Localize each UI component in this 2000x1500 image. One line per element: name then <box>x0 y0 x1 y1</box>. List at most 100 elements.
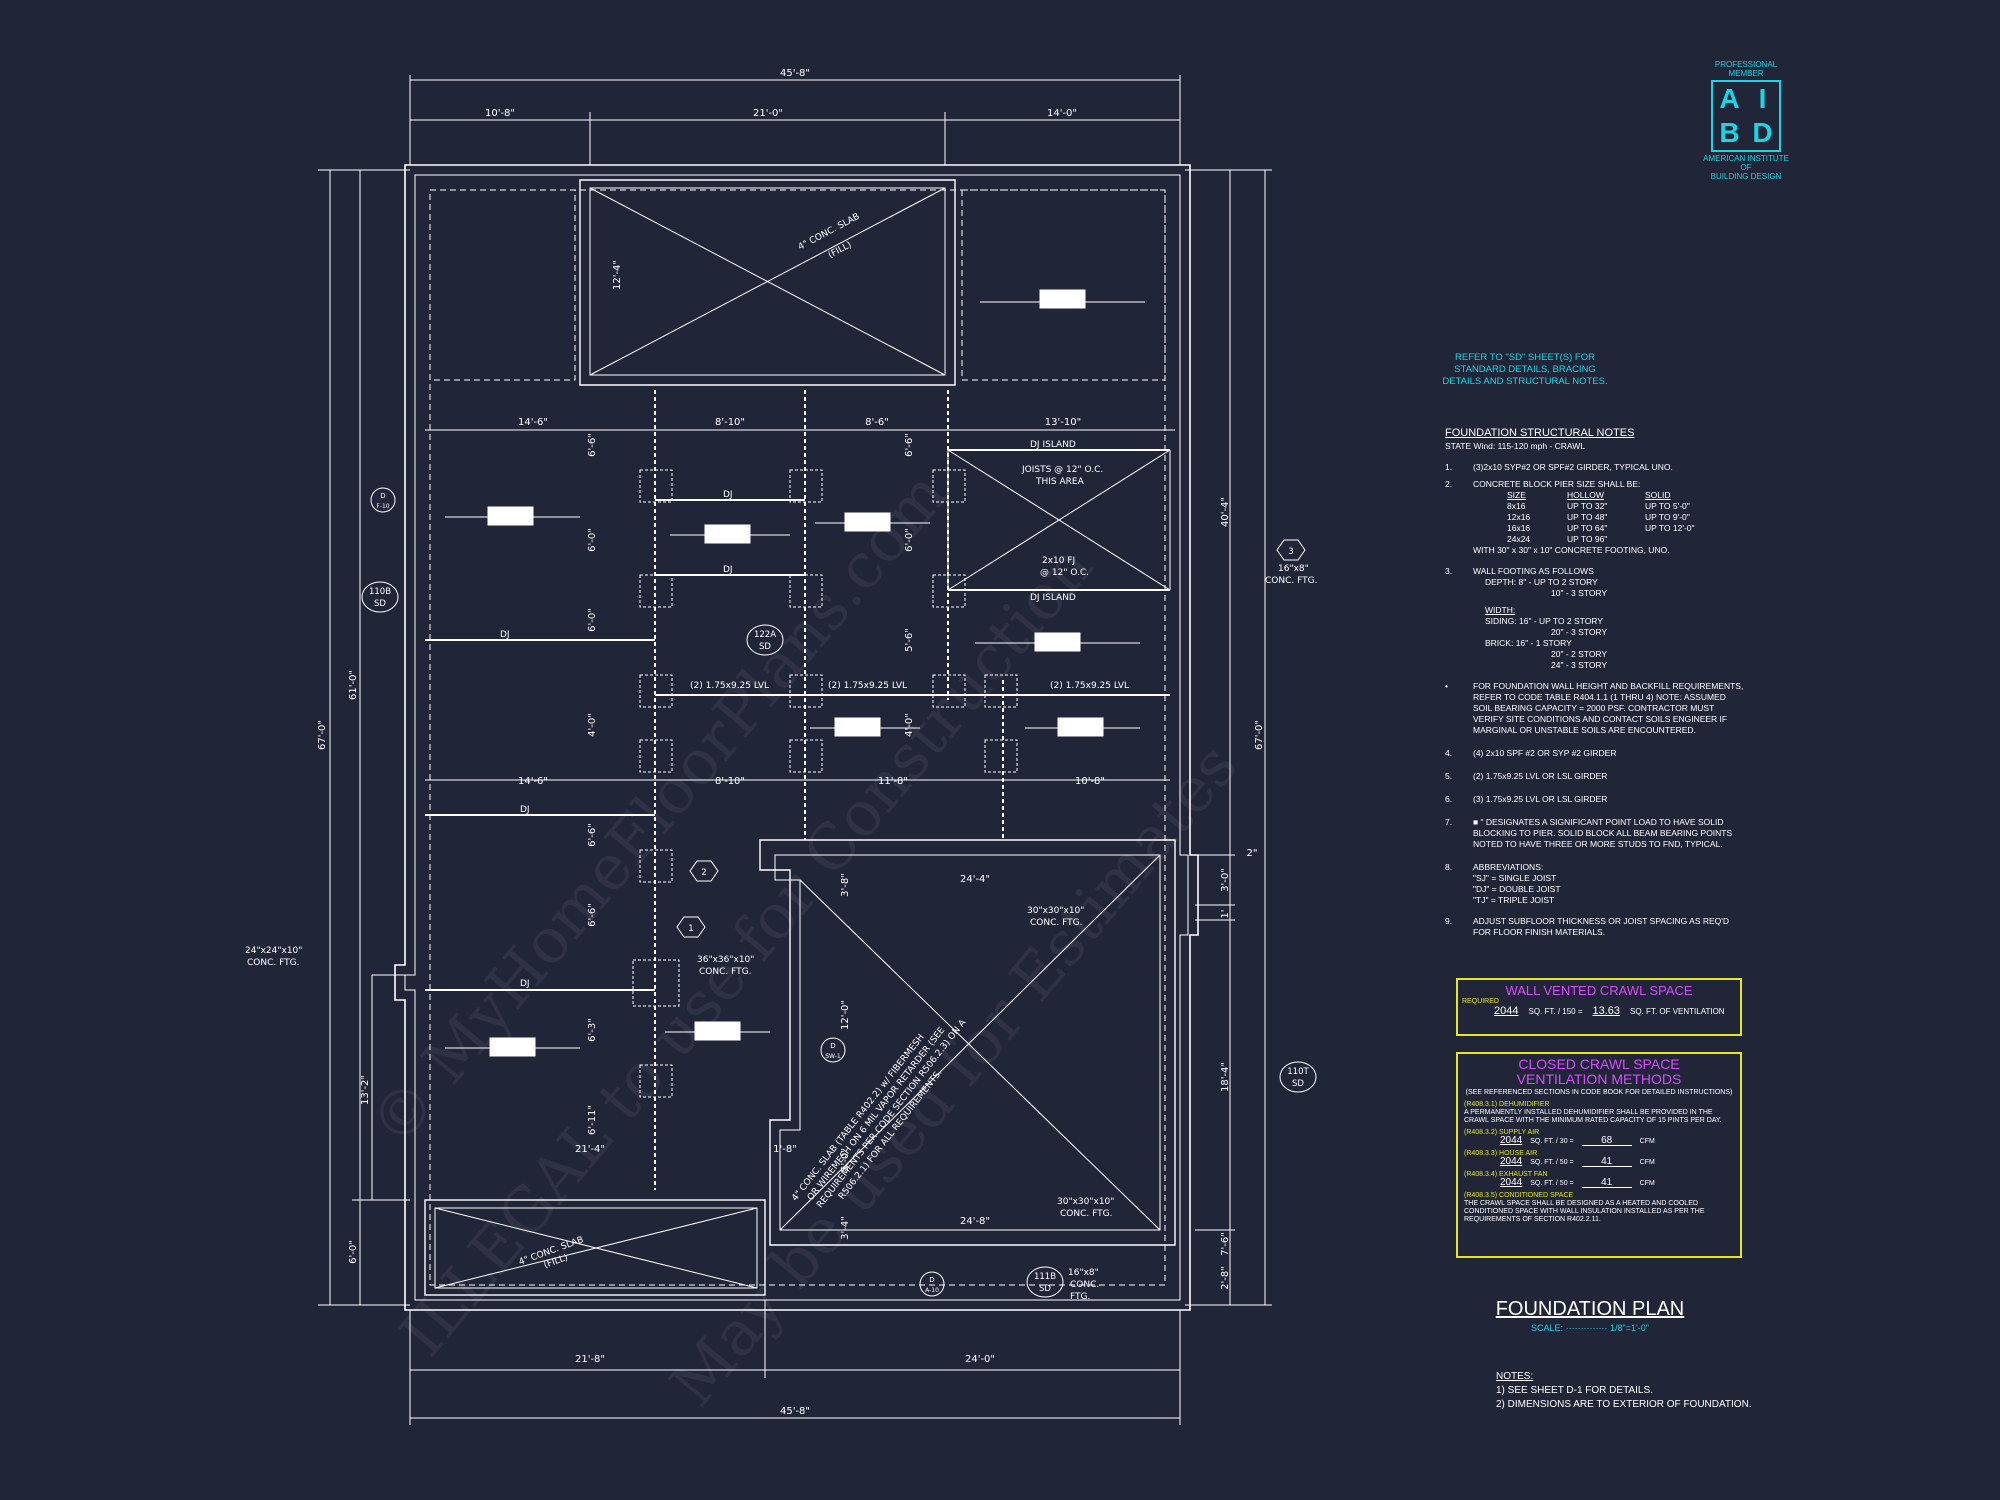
footing-label: 30"x30"x10" <box>1027 906 1084 916</box>
callout-110t-sheet: SD <box>1292 1079 1304 1089</box>
room-label-block <box>1034 632 1081 652</box>
logo-bottom-text: BUILDING DESIGN <box>1710 172 1782 181</box>
pier <box>789 739 823 773</box>
foundation-outer-wall <box>394 164 1199 1311</box>
footing-label: CONC. FTG. <box>699 967 751 977</box>
table-cell: 8x16 <box>1507 501 1526 511</box>
dim-right-small-3: 7'-6" <box>1220 1232 1231 1256</box>
dj-label: DJ <box>500 630 510 640</box>
general-notes: NOTES: 1) SEE SHEET D-1 FOR DETAILS. 2) … <box>1496 1370 1752 1412</box>
dim-bottom-overall: 45'-8" <box>780 1406 810 1417</box>
section-callout <box>746 624 784 656</box>
dim-left-overall: 67'-0" <box>317 720 328 750</box>
dj-label: DJ <box>520 979 530 989</box>
note-number: 9. <box>1445 916 1453 926</box>
method-value: 41 <box>1581 1157 1632 1167</box>
pier <box>639 849 673 883</box>
joist-area <box>947 449 1171 591</box>
pier <box>639 1064 673 1098</box>
pier <box>984 739 1018 773</box>
floor-joist-label: 2x10 FJ <box>1042 556 1075 566</box>
detail-callout-d2: D <box>830 1042 835 1050</box>
table-cell: UP TO 5'-0" <box>1645 501 1690 511</box>
table-header: SIZE <box>1507 490 1526 500</box>
dim-interior: 11'-8" <box>878 776 908 787</box>
section-callout <box>1026 1266 1064 1298</box>
note-number: 8. <box>1445 862 1453 872</box>
watermark: © MyHomeFloorPlans.com ILLEGAL to use fo… <box>356 458 1252 1420</box>
note-number: 6. <box>1445 794 1453 804</box>
dim-interior: 13'-10" <box>1045 417 1081 428</box>
method-unit: CFM <box>1639 1138 1655 1145</box>
note-text: (3) 1.75x9.25 LVL OR LSL GIRDER <box>1473 794 1608 804</box>
dim-interior: 5'-6" <box>904 628 915 652</box>
foundation-inner-wall <box>404 174 1189 1301</box>
joists-label: JOISTS @ 12" O.C. <box>1021 465 1103 475</box>
dj-label: DJ <box>520 805 530 815</box>
method-heading: (R408.3.5) CONDITIONED SPACE <box>1464 1192 1574 1199</box>
dim-interior: 6'-3" <box>587 1018 598 1042</box>
dim-interior: 10'-8" <box>1075 776 1105 787</box>
dj-island-label: DJ ISLAND <box>1030 440 1076 450</box>
garage-slab-wall <box>759 839 1176 1246</box>
note-number: 1. <box>1445 462 1453 472</box>
dim-interior: 3'-4" <box>840 1216 851 1240</box>
footing-label: 16"x8" <box>1068 1268 1099 1278</box>
detail-callout-d3-sheet: A-10 <box>925 1287 939 1294</box>
footing-outline-perimeter <box>429 189 1166 1286</box>
note-text: 10" - 3 STORY <box>1551 588 1608 598</box>
footing-label: CONC. FTG. <box>1060 1209 1112 1219</box>
dim-right-lower: 18'-4" <box>1220 1062 1231 1092</box>
note-text: "DJ" = DOUBLE JOIST <box>1473 884 1561 894</box>
dim-left-lower-mid: 13'-2" <box>360 1075 371 1105</box>
section-callout <box>1279 1061 1317 1093</box>
room-label-block <box>1039 289 1086 309</box>
detail-callout <box>820 1037 846 1063</box>
dim-interior: 24'-4" <box>960 874 990 885</box>
table-cell: UP TO 32" <box>1567 501 1608 511</box>
vent-calc-row: 2044 SQ. FT. / 150 = 13.63 SQ. FT. OF VE… <box>1458 1005 1740 1017</box>
pier <box>932 674 966 708</box>
footing-outline <box>429 189 576 381</box>
note-text: CONCRETE BLOCK PIER SIZE SHALL BE: <box>1473 479 1641 489</box>
logo-mark: A I B D <box>1711 80 1781 152</box>
note-text: ABBREVIATIONS: <box>1473 862 1544 872</box>
callout-110b-num: 110B <box>369 587 391 597</box>
ref-note-line: REFER TO "SD" SHEET(S) FOR <box>1455 352 1595 363</box>
note-text: WIDTH: <box>1485 605 1516 615</box>
slab-cross <box>799 879 1161 1231</box>
dim-interior: 12'-4" <box>612 260 623 290</box>
room-label-block <box>487 506 534 526</box>
dim-right-tiny: 2" <box>1247 848 1258 859</box>
footing-label: 36"x36"x10" <box>697 955 754 965</box>
slab-porch-top <box>579 179 956 386</box>
pier-large <box>632 959 680 1007</box>
room-label-block <box>1057 717 1104 737</box>
joists-label: THIS AREA <box>1035 477 1085 487</box>
sd-reference-note: REFER TO "SD" SHEET(S) FOR STANDARD DETA… <box>1430 352 1620 388</box>
pier <box>639 739 673 773</box>
note-text: BRICK: 16" - 1 STORY <box>1485 638 1572 648</box>
footing-label: FTG. <box>1070 1292 1090 1302</box>
dj-island-label: DJ ISLAND <box>1030 593 1076 603</box>
pier <box>789 674 823 708</box>
method-unit: CFM <box>1639 1180 1655 1187</box>
drawing-scale: SCALE: ·············· 1/8"=1'-0" <box>1531 1323 1649 1333</box>
method-area: 2044 <box>1500 1177 1523 1188</box>
note-text: 24" - 3 STORY <box>1551 660 1608 670</box>
pier <box>639 469 673 503</box>
detail-callout <box>370 487 396 513</box>
section-callout <box>361 581 399 613</box>
pier <box>984 674 1018 708</box>
slab-cross <box>589 187 946 376</box>
box-title: CLOSED CRAWL SPACE <box>1518 1056 1680 1072</box>
vent-unit: SQ. FT. OF VENTILATION <box>1630 1007 1725 1016</box>
closed-crawl-space-box: CLOSED CRAWL SPACE VENTILATION METHODS (… <box>1456 1052 1742 1258</box>
method-heading: (R408.3.4) EXHAUST FAN <box>1464 1171 1548 1178</box>
dim-interior: 6'-6" <box>587 903 598 927</box>
dim-right-small-2: 1' <box>1220 909 1231 918</box>
pier <box>932 469 966 503</box>
callout-122a-num: 122A <box>754 630 776 640</box>
room-label-block <box>694 1021 741 1041</box>
